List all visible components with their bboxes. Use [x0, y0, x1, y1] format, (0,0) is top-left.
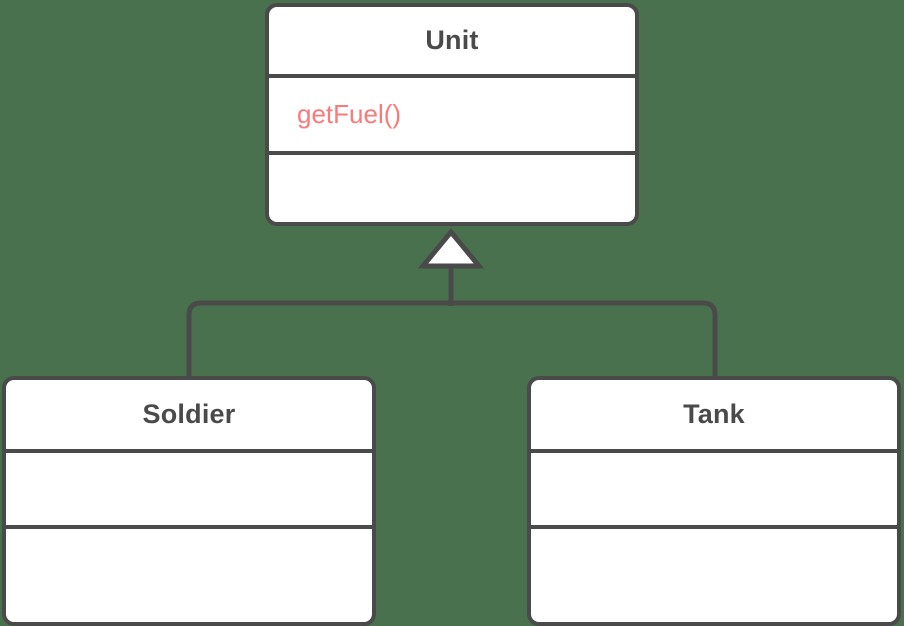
class-members-compartment-tank	[531, 449, 897, 525]
class-name-compartment-unit: Unit	[269, 7, 635, 74]
class-members-compartment-unit: getFuel()	[269, 74, 635, 151]
class-box-unit[interactable]: Unit getFuel()	[265, 3, 639, 226]
class-methods-compartment-tank	[531, 525, 897, 622]
class-name-compartment-tank: Tank	[531, 380, 897, 449]
class-methods-compartment-unit	[269, 151, 635, 222]
class-methods-compartment-soldier	[6, 525, 372, 622]
class-members-compartment-soldier	[6, 449, 372, 525]
class-title-tank: Tank	[683, 399, 745, 429]
class-box-soldier[interactable]: Soldier	[2, 376, 376, 626]
class-title-soldier: Soldier	[142, 399, 236, 429]
generalization-bus-path	[186, 300, 718, 378]
class-title-unit: Unit	[425, 25, 479, 55]
diagram-canvas: Unit getFuel() Soldier Tank	[2, 3, 901, 626]
class-name-compartment-soldier: Soldier	[6, 380, 372, 449]
generalization-arrowhead-triangle	[417, 228, 485, 269]
class-box-tank[interactable]: Tank	[527, 376, 901, 626]
class-member-get-fuel: getFuel()	[297, 99, 402, 129]
